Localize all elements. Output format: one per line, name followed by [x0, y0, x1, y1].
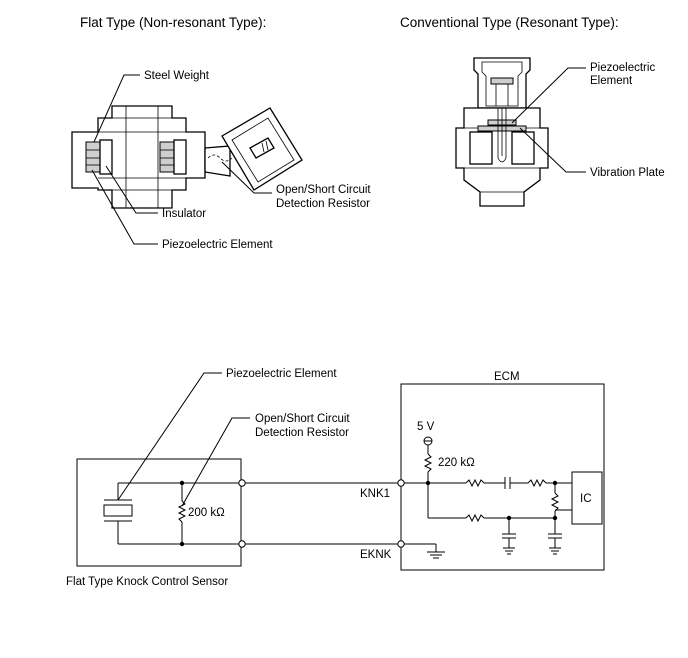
circuit-diagram [76, 372, 605, 571]
sensor-resistor-value: 200 kΩ [188, 507, 225, 519]
supply-voltage-label: 5 V [417, 421, 435, 433]
sensor-name-label: Flat Type Knock Control Sensor [66, 576, 228, 588]
conventional-type-labels: Piezoelectric Element Vibration Plate [511, 62, 665, 179]
flat-piezo-label: Piezoelectric Element [162, 239, 273, 251]
ic-label: IC [580, 493, 592, 505]
flat-type-sensor-drawing [71, 105, 303, 209]
conventional-type-title: Conventional Type (Resonant Type): [400, 15, 619, 30]
flat-resistor-label-1: Open/Short Circuit [276, 184, 371, 196]
ecm-box [400, 383, 605, 571]
vibration-plate-label: Vibration Plate [590, 167, 665, 179]
circuit-labels: Piezoelectric Element Open/Short Circuit… [66, 368, 592, 588]
ecm-label: ECM [494, 371, 520, 383]
pullup-resistor-value: 220 kΩ [438, 457, 475, 469]
conv-piezo-label-1: Piezoelectric [590, 62, 655, 74]
conventional-type-sensor-drawing [455, 57, 549, 207]
circuit-resistor-label-1: Open/Short Circuit [255, 413, 350, 425]
flat-resistor-label-2: Detection Resistor [276, 198, 370, 210]
sensor-box [76, 458, 242, 567]
steel-weight-label: Steel Weight [144, 70, 210, 82]
flat-type-title: Flat Type (Non-resonant Type): [80, 15, 266, 30]
eknk-terminal-label: EKNK [360, 549, 392, 561]
knk1-terminal-label: KNK1 [360, 488, 390, 500]
circuit-piezo-label: Piezoelectric Element [226, 368, 337, 380]
flat-type-labels: Steel Weight Insulator Piezoelectric Ele… [91, 70, 371, 251]
conv-piezo-label-2: Element [590, 75, 633, 87]
ic-block [571, 471, 603, 525]
insulator-label: Insulator [162, 208, 206, 220]
circuit-resistor-label-2: Detection Resistor [255, 427, 349, 439]
